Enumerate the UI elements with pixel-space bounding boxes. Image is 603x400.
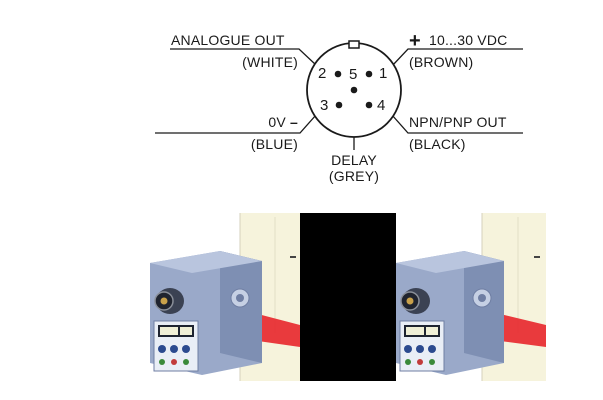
pin-2-number: 2 [318, 65, 327, 82]
pin-5-dot [350, 86, 358, 94]
label-blue: (BLUE) [250, 136, 298, 152]
label-supply: + 10...30 VDC [409, 31, 507, 51]
pin-2-dot [334, 70, 342, 78]
label-0v: 0V – [220, 115, 298, 129]
label-0v-text: 0V [268, 114, 286, 130]
label-white: (WHITE) [242, 54, 298, 70]
label-npn-pnp-out: NPN/PNP OUT [409, 114, 507, 130]
sensor-photo-right [396, 213, 546, 381]
connector-pinout-diagram [155, 40, 523, 150]
lead-line-pin3 [155, 114, 317, 134]
label-brown: (BROWN) [409, 54, 474, 70]
pin-4-dot [365, 101, 373, 109]
pin-4-number: 4 [377, 97, 386, 114]
label-minus-sign: – [290, 114, 298, 130]
lead-line-pin4 [391, 114, 523, 134]
label-black: (BLACK) [409, 136, 466, 152]
lead-line-pin2 [170, 48, 317, 66]
pin-1-dot [365, 70, 373, 78]
label-analogue-out: ANALOGUE OUT [171, 32, 285, 48]
label-delay: DELAY [331, 152, 377, 168]
laser-beam-left [254, 313, 300, 347]
label-plus-sign: + [409, 30, 421, 52]
label-grey: (GREY) [328, 168, 380, 184]
pin-5-number: 5 [349, 66, 358, 83]
black-separator-panel [300, 213, 396, 381]
pin-1-number: 1 [379, 65, 388, 82]
sensor-photo-left [150, 213, 300, 381]
pin-3-dot [335, 101, 343, 109]
connector-key-notch [348, 40, 360, 49]
laser-beam-right [496, 313, 546, 347]
lead-line-pin1 [391, 48, 523, 67]
pin-3-number: 3 [320, 97, 329, 114]
label-vdc: 10...30 VDC [428, 32, 508, 48]
